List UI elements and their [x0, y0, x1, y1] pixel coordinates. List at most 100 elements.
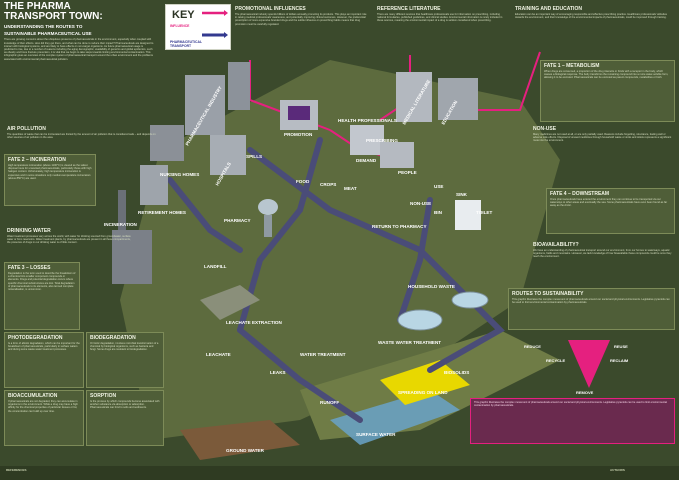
landfill-mound: [200, 285, 260, 320]
fate4-heading: FATE 4 – DOWNSTREAM: [550, 191, 610, 197]
label-food: FOOD: [296, 179, 310, 184]
pyramid-shape: [568, 340, 610, 388]
label-water-treatment: WATER TREATMENT: [300, 352, 346, 357]
promotion-screen: [288, 106, 310, 120]
pipe-main: [247, 147, 473, 303]
subtitle-line-1: UNDERSTANDING THE ROUTES TO: [4, 24, 83, 29]
label-health-professionals: HEALTH PROFESSIONALS: [338, 118, 397, 123]
label-bin: BIN: [434, 210, 443, 215]
pyramid-reduce: REDUCE: [524, 344, 541, 349]
key-title: KEY: [172, 9, 195, 21]
retirement-home-building: [140, 165, 168, 205]
hospital-building: [210, 135, 246, 175]
sorption: SORPTION Is the process by which compoun…: [86, 390, 164, 446]
label-pharmacy: PHARMACY: [224, 218, 251, 223]
label-leachate-extraction: LEACHATE EXTRACTION: [226, 320, 282, 325]
drinking-text: Water treatment processes vary across th…: [7, 235, 131, 245]
label-surface-water: SURFACE WATER: [356, 432, 396, 437]
bioacc-heading: BIOACCUMULATION: [8, 393, 58, 399]
bioacc-text: If pharmaceuticals are not degraded, the…: [8, 400, 78, 413]
pyramid-reuse: REUSE: [614, 344, 628, 349]
prescribing-building: [350, 125, 384, 155]
training-text: Education can be an important way of enc…: [515, 13, 667, 20]
label-nursing: NURSING HOMES: [160, 172, 199, 177]
drinking-water: DRINKING WATER Water treatment processes…: [4, 226, 134, 256]
routes-heading: ROUTES TO SUSTAINABILITY: [512, 291, 584, 297]
biodeg-text: Or biotic degradation, involves microbia…: [90, 342, 159, 352]
pharma-tower: [228, 62, 250, 110]
pipe-south: [237, 327, 363, 423]
non-use: NON-USE Many medicines are not used at a…: [530, 124, 675, 180]
pyramid-recycle: RECYCLE: [546, 358, 565, 363]
fate2-heading: FATE 2 – INCINERATION: [8, 157, 66, 163]
air-text: The quantities of waste that can be inci…: [7, 133, 156, 140]
bioavail-text: We have an understanding of pharmaceutic…: [533, 249, 672, 259]
pipe-wwt: [427, 297, 505, 373]
label-runoff: RUNOFF: [320, 400, 339, 405]
label-biosolids: BIOSOLIDS: [444, 370, 469, 375]
surface-water-pool: [330, 390, 460, 445]
photodegradation: PHOTODEGRADATION Is a form of abiotic de…: [4, 332, 84, 388]
label-toilet: TOILET: [476, 210, 492, 215]
label-spills: SPILLS: [246, 154, 262, 159]
incinerator-chimney: [118, 190, 126, 230]
training-heading: TRAINING AND EDUCATION: [515, 6, 582, 12]
buildings: [112, 62, 489, 331]
key-transport-label: PHARMACEUTICAL TRANSPORT: [170, 40, 202, 48]
label-use: USE: [434, 184, 443, 189]
label-leachate: LEACHATE: [206, 352, 231, 357]
key-arrows: [202, 10, 228, 38]
label-spreading: SPREADING ON LAND: [398, 390, 448, 395]
promotional-heading: PROMOTIONAL INFLUENCES: [235, 6, 306, 12]
label-promotion: PROMOTION: [284, 132, 313, 137]
sustainability-pyramid: REDUCE REUSE RECYCLE RECLAIM REMOVE: [524, 340, 629, 395]
air-pollution: AIR POLLUTION The quantities of waste th…: [4, 124, 160, 154]
title-line-1: THE PHARMA: [4, 1, 71, 12]
remove-box: This graphic illustrates the complex mov…: [470, 398, 675, 444]
influence-arrowhead-icon: [224, 10, 228, 16]
label-prescribing: PRESCRIBING: [366, 138, 398, 143]
label-incineration: INCINERATION: [104, 222, 138, 227]
footer: REFERENCES AUTHORS: [0, 466, 679, 480]
drinking-heading: DRINKING WATER: [7, 228, 51, 234]
label-returns: RETURN TO PHARMACY: [372, 224, 427, 229]
sorption-text: Is the process by which compounds become…: [90, 400, 160, 410]
fate1-metabolism: FATE 1 – METABOLISM When drugs are consu…: [540, 60, 675, 122]
wwt-tank-2: [451, 291, 489, 309]
bioavail-heading: BIOAVAILABILITY?: [533, 242, 579, 248]
fate2-incineration: FATE 2 – INCINERATION High temperature i…: [4, 154, 96, 206]
fate3-text: Degradation is the term used to describe…: [8, 272, 76, 292]
label-non-use: NON-USE: [410, 201, 431, 206]
pharma-industry-building: [185, 75, 225, 135]
spreading-field: [380, 360, 470, 405]
toilet-block: [455, 200, 481, 230]
label-demand: DEMAND: [356, 158, 377, 163]
literature-heading: REFERENCE LITERATURE: [377, 6, 441, 12]
title-line-2: TRANSPORT TOWN:: [4, 11, 103, 22]
fate1-heading: FATE 1 – METABOLISM: [544, 63, 600, 69]
pyramid-reclaim: RECLAIM: [610, 358, 629, 363]
remove-text: This graphic illustrates the complex mov…: [474, 401, 667, 408]
label-retirement: RETIREMENT HOMES: [138, 210, 186, 215]
ground-water-soil: [180, 420, 300, 460]
fate1-text: When drugs are consumed, a proportion of…: [544, 70, 669, 80]
water-tower: [258, 199, 278, 215]
photo-heading: PHOTODEGRADATION: [8, 335, 63, 341]
biodegradation: BIODEGRADATION Or biotic degradation, in…: [86, 332, 164, 388]
people-houses: [380, 142, 414, 168]
fate4-text: Once pharmaceuticals have entered the en…: [550, 198, 668, 208]
transport-arrowhead-icon: [224, 32, 228, 38]
label-ground-water: GROUND WATER: [226, 448, 265, 453]
label-wwt: WASTE WATER TREATMENT: [378, 340, 441, 345]
nonuse-text: Many medicines are not used at all, or a…: [533, 133, 672, 143]
nonuse-heading: NON-USE: [533, 126, 557, 132]
photo-text: Is a form of abiotic degradation, which …: [8, 342, 80, 352]
nursing-home-building: [150, 125, 184, 161]
title-block: THE PHARMA TRANSPORT TOWN: UNDERSTANDING…: [4, 2, 164, 61]
routes-to-sustainability: ROUTES TO SUSTAINABILITY This graphic il…: [508, 288, 675, 330]
subtitle-line-2: SUSTAINABLE PHARMACEUTICAL USE: [4, 31, 92, 37]
promotional-influences: PROMOTIONAL INFLUENCES The pharmaceutica…: [232, 4, 370, 56]
pyramid-remove: REMOVE: [576, 390, 594, 395]
